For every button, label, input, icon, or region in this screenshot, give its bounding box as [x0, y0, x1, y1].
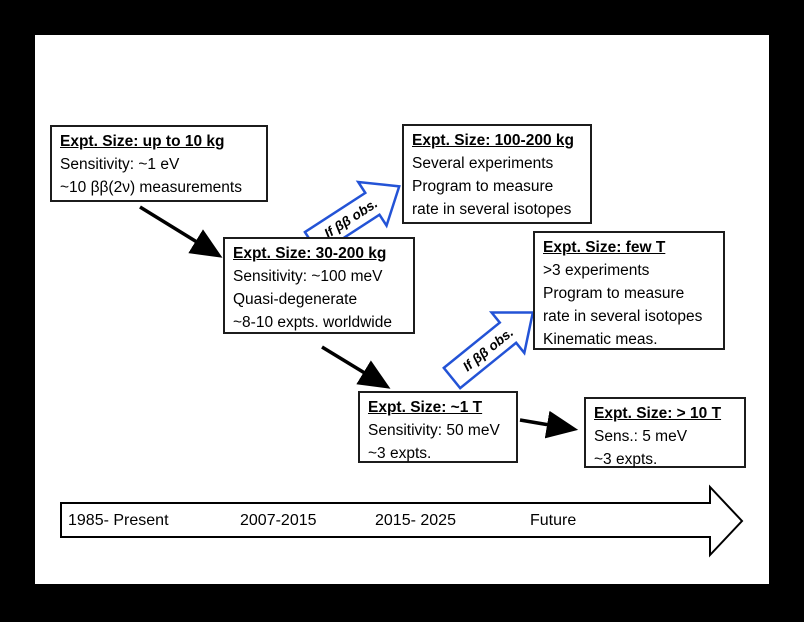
- expt-box-line: >3 experiments: [543, 262, 650, 279]
- expt-box-line: ~8-10 expts. worldwide: [233, 314, 392, 331]
- expt-box-title: Expt. Size: ~1 T: [368, 399, 483, 416]
- expt-box-30-200kg: Expt. Size: 30-200 kg Sensitivity: ~100 …: [223, 237, 415, 334]
- expt-box-100-200kg: Expt. Size: 100-200 kg Several experimen…: [402, 124, 592, 224]
- timeline-arrow: [60, 484, 744, 558]
- expt-box-title: Expt. Size: > 10 T: [594, 405, 722, 422]
- expt-box-line: rate in several isotopes: [412, 201, 572, 218]
- expt-box-title: Expt. Size: up to 10 kg: [60, 133, 225, 150]
- expt-box-line: ~10 ββ(2ν) measurements: [60, 179, 242, 196]
- expt-box-up-to-10kg: Expt. Size: up to 10 kg Sensitivity: ~1 …: [50, 125, 268, 202]
- expt-box-line: Several experiments: [412, 155, 554, 172]
- expt-box-1T: Expt. Size: ~1 T Sensitivity: 50 meV ~3 …: [358, 391, 518, 463]
- timeline-label-future: Future: [530, 512, 577, 529]
- timeline-label-2015-2025: 2015- 2025: [375, 512, 456, 529]
- expt-box-line: Quasi-degenerate: [233, 291, 358, 308]
- expt-box-line: Sensitivity: ~1 eV: [60, 156, 180, 173]
- expt-box-title: Expt. Size: 100-200 kg: [412, 132, 574, 149]
- expt-box-line: Program to measure: [543, 285, 685, 302]
- conditional-arrow-icon: [442, 311, 535, 390]
- expt-box-few-T: Expt. Size: few T >3 experiments Program…: [533, 231, 725, 350]
- expt-box-line: ~3 expts.: [594, 451, 658, 468]
- expt-box-line: Sensitivity: 50 meV: [368, 422, 500, 439]
- flow-arrow-box2-to-box5: [321, 345, 391, 389]
- diagram-arrows-layer: If ββ obs. If ββ obs.: [60, 180, 744, 558]
- expt-box-title: Expt. Size: 30-200 kg: [233, 245, 387, 262]
- expt-box-line: rate in several isotopes: [543, 308, 703, 325]
- expt-box-line: Sensitivity: ~100 meV: [233, 268, 383, 285]
- timeline-label-2007-2015: 2007-2015: [240, 512, 317, 529]
- timeline-label-1985-present: 1985- Present: [68, 512, 169, 529]
- flow-arrow-box1-to-box2: [139, 205, 223, 258]
- expt-box-line: Program to measure: [412, 178, 554, 195]
- expt-box-line: Kinematic meas.: [543, 331, 658, 348]
- expt-box-line: ~3 expts.: [368, 445, 432, 462]
- flow-arrow-box5-to-box6: [519, 410, 579, 439]
- expt-box-over-10T: Expt. Size: > 10 T Sens.: 5 meV ~3 expts…: [584, 397, 746, 468]
- slide: If ββ obs. If ββ obs. Expt. Size: up to …: [35, 35, 769, 584]
- expt-box-title: Expt. Size: few T: [543, 239, 666, 256]
- expt-box-line: Sens.: 5 meV: [594, 428, 688, 445]
